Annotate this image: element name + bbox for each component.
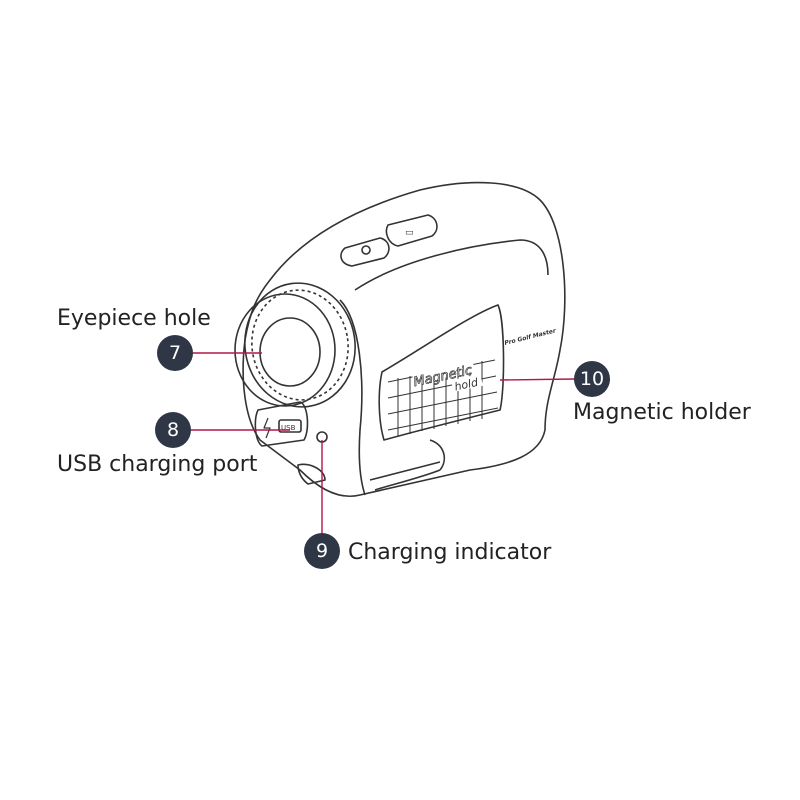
leader-line-10 [499, 378, 576, 381]
svg-text:Pro Golf Master: Pro Golf Master [504, 327, 558, 347]
eyepiece-outer [234, 293, 336, 407]
callout-label-usb-charging-port: USB charging port [57, 452, 258, 477]
svg-text:USB: USB [281, 424, 296, 432]
eyepiece-lens [259, 317, 321, 387]
callout-badge-10: 10 [574, 361, 610, 397]
callout-label-magnetic-holder: Magnetic holder [573, 400, 751, 425]
device-body [242, 181, 566, 497]
svg-text:hold: hold [453, 376, 480, 394]
svg-text:▭: ▭ [405, 228, 414, 238]
callout-badge-8: 8 [155, 412, 191, 448]
callout-badge-9: 9 [304, 533, 340, 569]
callout-badge-7: 7 [157, 335, 193, 371]
magnetic-panel [378, 304, 505, 441]
power-button [340, 237, 390, 267]
callout-label-eyepiece-hole: Eyepiece hole [57, 306, 211, 331]
top-button-1 [385, 214, 438, 247]
usb-housing [254, 401, 309, 447]
callout-label-charging-indicator: Charging indicator [348, 540, 552, 565]
usb-port [278, 419, 302, 433]
